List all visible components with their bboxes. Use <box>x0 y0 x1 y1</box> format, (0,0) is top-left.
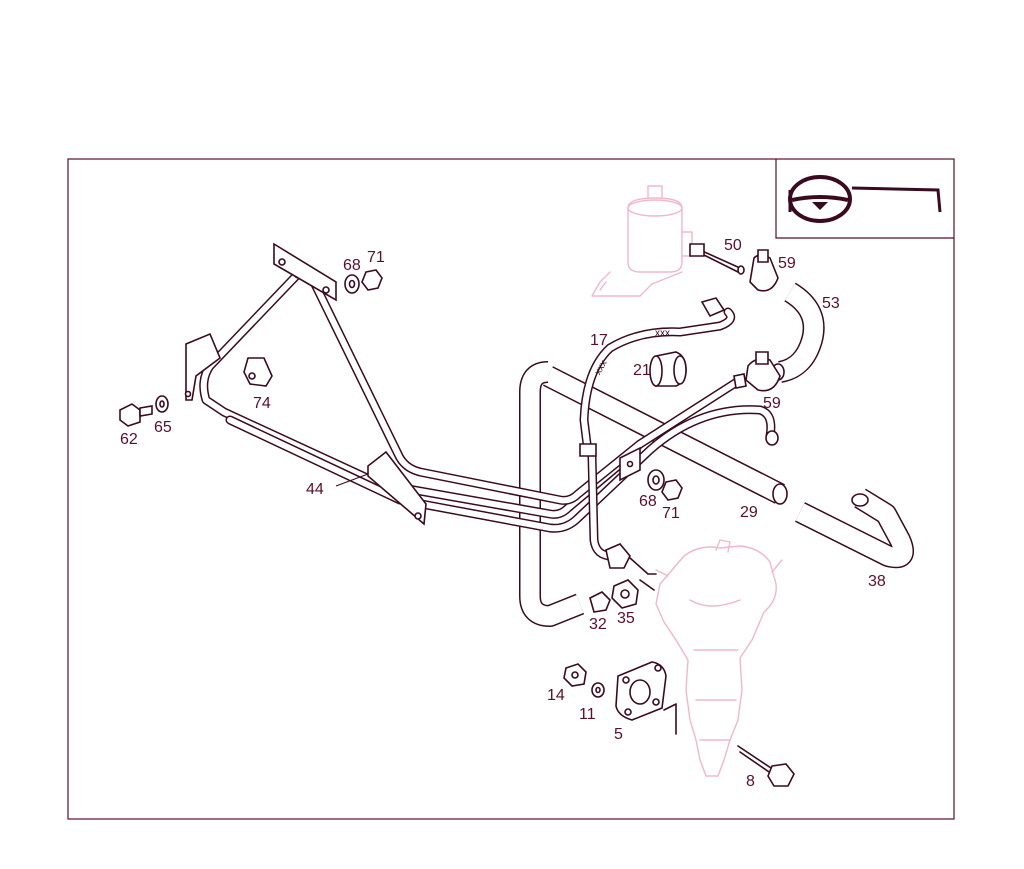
clip-74 <box>243 357 273 387</box>
leader-44 <box>335 473 369 487</box>
hose-53 <box>771 282 825 383</box>
clamp-59-top <box>749 249 779 292</box>
clamp-59-bottom <box>745 351 781 392</box>
label-38: 38 <box>868 573 886 590</box>
banjo-fitting <box>605 543 657 591</box>
label-8: 8 <box>746 773 755 790</box>
hose-return <box>519 361 585 627</box>
label-5: 5 <box>614 726 623 743</box>
label-11: 11 <box>579 706 596 723</box>
label-68-mid: 68 <box>639 493 657 510</box>
label-32: 32 <box>589 616 607 633</box>
label-74: 74 <box>253 395 271 412</box>
label-68-top: 68 <box>343 257 361 274</box>
steering-wheel-inset <box>775 159 954 239</box>
label-71-mid: 71 <box>662 505 680 522</box>
bolt-8 <box>737 745 795 787</box>
nut-71-top <box>361 269 383 291</box>
label-44: 44 <box>306 481 324 498</box>
nut-14 <box>563 663 587 687</box>
fitting-50 <box>689 243 745 275</box>
label-59-top: 59 <box>778 255 796 272</box>
label-17: 17 <box>590 332 608 349</box>
svg-text:xxx: xxx <box>655 328 670 339</box>
washer-11 <box>591 682 605 698</box>
tube-assembly-44 <box>184 242 779 533</box>
steering-wheel-icon <box>788 175 942 223</box>
label-14: 14 <box>547 687 565 704</box>
washer-68-top <box>344 274 360 294</box>
nut-35 <box>611 579 639 609</box>
damper-21 <box>649 351 687 387</box>
plug-32 <box>589 591 611 613</box>
label-71-top: 71 <box>367 249 385 266</box>
label-29: 29 <box>740 504 758 521</box>
label-50: 50 <box>724 237 742 254</box>
washer-65 <box>155 395 169 413</box>
washer-68-mid <box>647 469 665 491</box>
bolt-62 <box>119 403 153 427</box>
diagram-frame <box>67 158 955 820</box>
nut-71-mid <box>661 479 683 501</box>
label-35: 35 <box>617 610 635 627</box>
hose-38 <box>795 488 914 569</box>
label-21: 21 <box>633 362 651 379</box>
label-53: 53 <box>822 295 840 312</box>
label-65: 65 <box>154 419 172 436</box>
steering-box-ghost <box>655 539 783 777</box>
label-59-bottom: 59 <box>763 395 781 412</box>
label-62: 62 <box>120 431 138 448</box>
pump-ghost <box>591 185 693 297</box>
flange-5 <box>615 661 677 735</box>
